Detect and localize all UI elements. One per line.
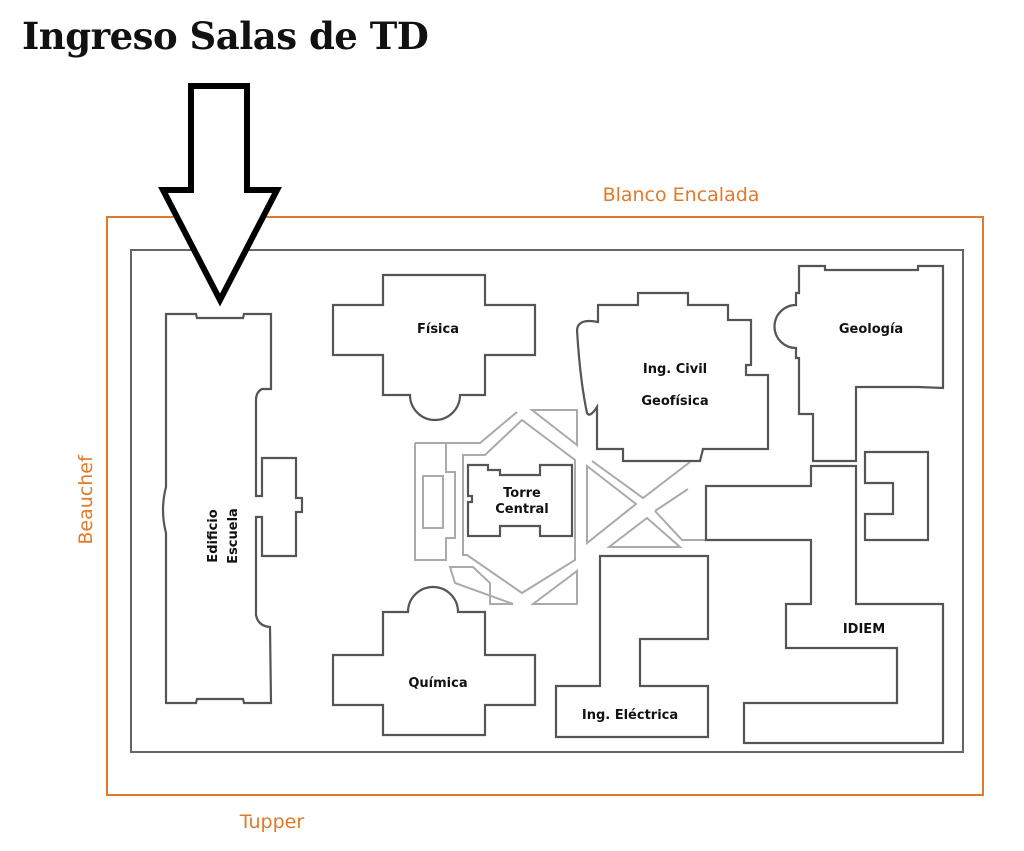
building-label: Geología [839, 322, 903, 337]
building-ing-electrica[interactable]: Ing. Eléctrica [554, 554, 710, 739]
central-plaza-walkways [414, 409, 705, 605]
building-geologia[interactable]: Geología [773, 264, 945, 463]
street-label-west: Beauchef [75, 454, 97, 545]
campus-boundary [130, 249, 964, 753]
building-fisica[interactable]: Física [331, 273, 537, 422]
building-label: Escuela [226, 508, 241, 564]
building-edificio-escuela[interactable]: Edificio Escuela [161, 312, 304, 705]
building-label: Central [495, 502, 548, 517]
street-label-north: Blanco Encalada [603, 184, 760, 206]
building-label: Química [408, 676, 467, 691]
building-label: Edificio [206, 509, 221, 562]
street-boundary [106, 216, 984, 796]
building-quimica[interactable]: Química [331, 585, 537, 737]
page-title: Ingreso Salas de TD [22, 14, 429, 58]
building-torre-central[interactable]: Torre Central [466, 463, 574, 538]
building-label: Torre [503, 486, 541, 501]
building-annex [863, 450, 930, 542]
building-ing-civil-geofisica[interactable]: Ing. Civil Geofísica [575, 291, 770, 463]
building-label: IDIEM [843, 622, 885, 637]
building-label: Ing. Eléctrica [582, 708, 678, 723]
building-label: Física [417, 322, 459, 337]
building-idiem[interactable]: IDIEM [704, 464, 945, 745]
entry-arrow-icon [158, 83, 282, 307]
building-label: Geofísica [641, 394, 708, 409]
building-label: Ing. Civil [643, 362, 707, 377]
street-label-south: Tupper [239, 811, 305, 833]
